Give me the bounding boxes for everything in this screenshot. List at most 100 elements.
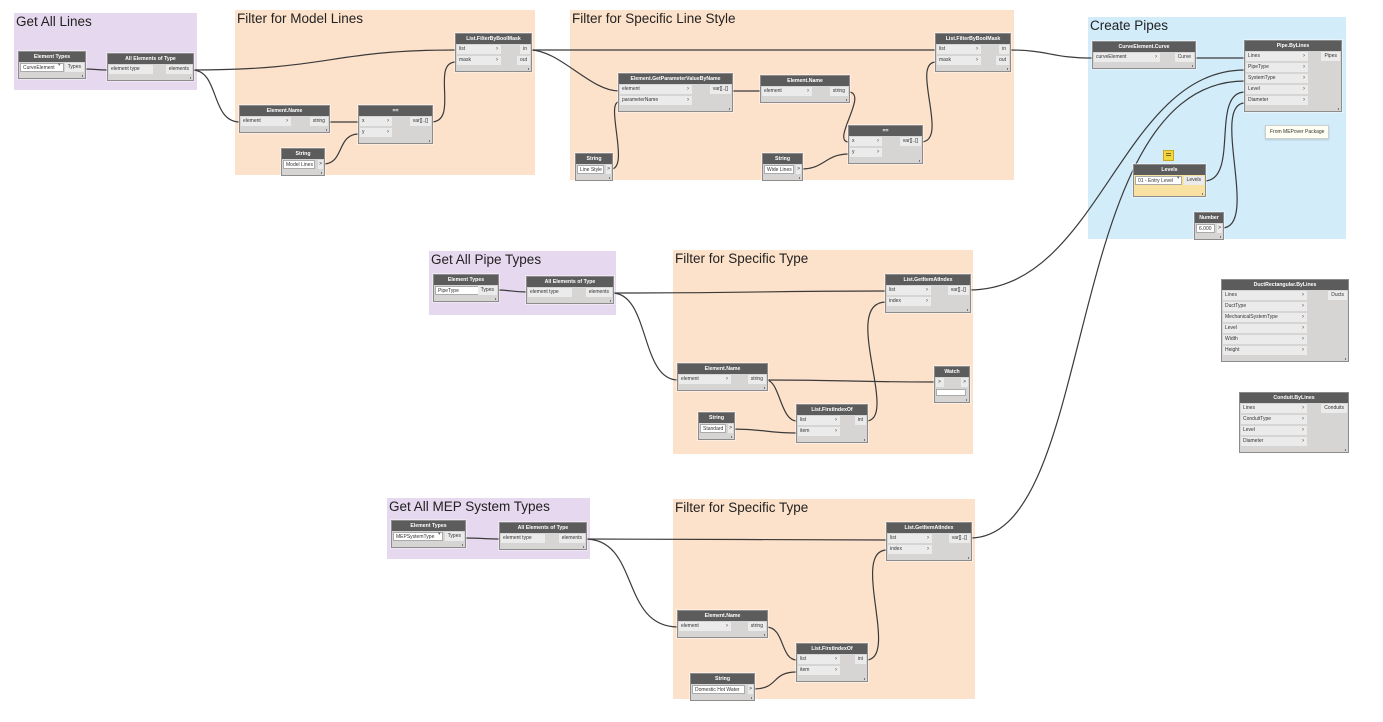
output-port[interactable]: var[]..[] <box>709 85 731 94</box>
output-port[interactable]: int <box>854 655 866 664</box>
output-port[interactable]: > <box>748 685 753 694</box>
input-port[interactable]: y› <box>360 128 392 137</box>
node-get-parameter-value-by-name[interactable]: Element.GetParameterValueByName element›… <box>618 73 733 112</box>
node-conduit-by-lines[interactable]: Conduit.ByLines Lines›Conduits ConduitTy… <box>1239 392 1349 453</box>
element-type-dropdown[interactable]: MEPSystemType <box>393 532 443 541</box>
node-levels[interactable]: Levels 01 - Entry Level▾Levels <box>1133 164 1206 197</box>
node-string[interactable]: String Model Lines> <box>281 148 325 176</box>
input-port[interactable]: ConduitType› <box>1241 415 1307 424</box>
string-input[interactable]: Standard <box>700 424 726 433</box>
input-port[interactable]: index› <box>887 297 931 306</box>
level-dropdown[interactable]: 01 - Entry Level <box>1135 176 1182 185</box>
input-port[interactable]: Width› <box>1223 335 1307 344</box>
input-port[interactable]: curveElement› <box>1094 53 1160 62</box>
output-port[interactable]: in <box>999 45 1009 54</box>
node-get-item-at-index[interactable]: List.GetItemAtIndex list›var[]..[] index… <box>885 274 971 313</box>
number-input[interactable]: 6.000 <box>1196 224 1215 233</box>
node-pipe-by-lines[interactable]: Pipe.ByLines Lines›Pipes PipeType› Syste… <box>1244 40 1342 112</box>
string-input[interactable]: Domestic Hot Water <box>692 685 745 694</box>
node-element-types[interactable]: Element Types MEPSystemType▾Types <box>391 520 466 548</box>
output-port[interactable]: string <box>309 117 328 126</box>
output-port[interactable]: Conduits <box>1321 404 1347 413</box>
input-port[interactable]: element› <box>241 117 291 126</box>
string-input[interactable]: Model Lines <box>283 160 315 169</box>
input-port[interactable]: index› <box>888 545 932 554</box>
input-port[interactable]: list› <box>887 286 931 295</box>
input-port[interactable]: y› <box>850 148 882 157</box>
output-port[interactable]: > <box>796 165 801 174</box>
node-equals[interactable]: == x›var[]..[] y› <box>848 125 923 164</box>
node-filter-by-bool-mask[interactable]: List.FilterByBoolMask list›in mask›out <box>455 33 532 72</box>
output-port[interactable]: Levels <box>1183 176 1204 185</box>
input-port[interactable]: MechanicalSystemType› <box>1223 313 1307 322</box>
input-port[interactable]: list› <box>798 416 840 425</box>
input-port[interactable]: x› <box>850 137 882 146</box>
output-port[interactable]: > <box>961 378 968 387</box>
input-port[interactable]: list› <box>888 534 932 543</box>
input-port[interactable]: item› <box>798 427 840 436</box>
output-port[interactable]: int <box>854 416 866 425</box>
input-port[interactable]: list› <box>457 45 501 54</box>
node-curve-element-curve[interactable]: CurveElement.Curve curveElement›Curve <box>1092 41 1196 69</box>
output-port[interactable]: Types <box>444 532 464 541</box>
input-port[interactable]: mask› <box>457 56 501 65</box>
output-port[interactable]: > <box>606 165 611 174</box>
input-port[interactable]: DuctType› <box>1223 302 1307 311</box>
output-port[interactable]: > <box>1217 224 1222 233</box>
node-string[interactable]: String Standard> <box>698 412 735 440</box>
string-input[interactable]: Line Style <box>577 165 604 174</box>
node-element-name[interactable]: Element.Name element›string <box>677 610 768 638</box>
node-element-types[interactable]: Element Types CurveElement▾Types <box>18 51 86 79</box>
input-port[interactable]: x› <box>360 117 392 126</box>
node-get-item-at-index[interactable]: List.GetItemAtIndex list›var[]..[] index… <box>886 522 972 561</box>
input-port[interactable]: PipeType› <box>1246 63 1308 72</box>
input-port[interactable]: element type <box>501 534 545 543</box>
output-port[interactable]: out <box>996 56 1009 65</box>
output-port[interactable]: var[]..[] <box>948 534 970 543</box>
input-port[interactable]: element› <box>620 85 692 94</box>
node-duct-rectangular-by-lines[interactable]: DuctRectangular.ByLines Lines›Ducts Duct… <box>1221 279 1349 362</box>
output-port[interactable]: var[]..[] <box>947 286 969 295</box>
input-port[interactable]: Diameter› <box>1241 437 1307 446</box>
input-port[interactable]: Level› <box>1246 85 1308 94</box>
output-port[interactable]: Ducts <box>1328 291 1347 300</box>
input-port[interactable]: element type <box>109 65 153 74</box>
input-port[interactable]: Level› <box>1241 426 1307 435</box>
package-note[interactable]: From MEPover Package <box>1265 125 1330 139</box>
input-port[interactable]: Lines› <box>1246 52 1308 61</box>
output-port[interactable]: string <box>829 87 848 96</box>
node-string[interactable]: String Domestic Hot Water> <box>690 673 755 701</box>
node-element-name[interactable]: Element.Name element›string <box>677 363 768 391</box>
input-port[interactable]: list› <box>798 655 840 664</box>
input-port[interactable]: > <box>936 378 944 387</box>
input-port[interactable]: element› <box>679 375 731 384</box>
input-port[interactable]: Level› <box>1223 324 1307 333</box>
output-port[interactable]: out <box>517 56 530 65</box>
node-string[interactable]: String Wide Lines> <box>762 153 803 181</box>
node-element-name[interactable]: Element.Name element›string <box>239 105 330 133</box>
output-port[interactable]: string <box>747 622 766 631</box>
input-port[interactable]: list› <box>937 45 981 54</box>
element-type-dropdown[interactable]: PipeType <box>435 286 479 295</box>
input-port[interactable]: Lines› <box>1223 291 1307 300</box>
node-equals[interactable]: == x›var[]..[] y› <box>358 105 433 144</box>
element-type-dropdown[interactable]: CurveElement <box>20 63 64 72</box>
input-port[interactable]: mask› <box>937 56 981 65</box>
node-first-index-of[interactable]: List.FirstIndexOf list›int item› <box>796 404 868 443</box>
node-element-name[interactable]: Element.Name element›string <box>760 75 850 103</box>
input-port[interactable]: Lines› <box>1241 404 1307 413</box>
note-icon[interactable] <box>1163 150 1174 161</box>
input-port[interactable]: item› <box>798 666 840 675</box>
input-port[interactable]: Diameter› <box>1246 96 1308 105</box>
input-port[interactable]: element› <box>762 87 812 96</box>
output-port[interactable]: Types <box>64 63 84 72</box>
output-port[interactable]: in <box>520 45 530 54</box>
node-string[interactable]: String Line Style> <box>575 153 613 181</box>
output-port[interactable]: > <box>318 160 323 169</box>
node-first-index-of[interactable]: List.FirstIndexOf list›int item› <box>796 643 868 682</box>
input-port[interactable]: SystemType› <box>1246 74 1308 83</box>
output-port[interactable]: var[]..[] <box>899 137 921 146</box>
